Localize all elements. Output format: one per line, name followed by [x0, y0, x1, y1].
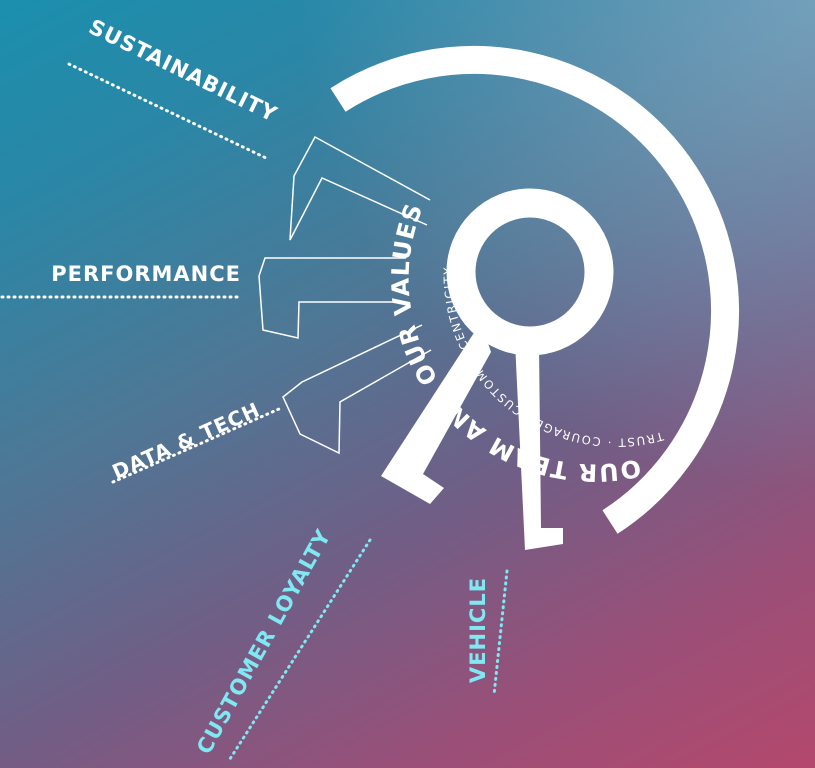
label-data-tech: DATA & TECH: [109, 397, 264, 484]
vehicle-dots: [492, 569, 509, 697]
label-vehicle: VEHICLE: [466, 577, 490, 683]
customer-loyalty-dots: [226, 538, 372, 764]
outer-ring-arc: [330, 45, 740, 534]
label-customer-loyalty: CUSTOMER LOYALTY: [192, 525, 336, 758]
key-teeth-outline: [258, 135, 432, 455]
sustainability-dots: [67, 62, 268, 160]
label-sustainability: SUSTAINABILITY: [85, 15, 281, 127]
key-bit: [515, 342, 563, 550]
key-ring: [446, 188, 614, 356]
data-tech-dots: [111, 407, 281, 484]
label-performance: PERFORMANCE: [51, 262, 241, 286]
key-shaft: [381, 322, 491, 504]
